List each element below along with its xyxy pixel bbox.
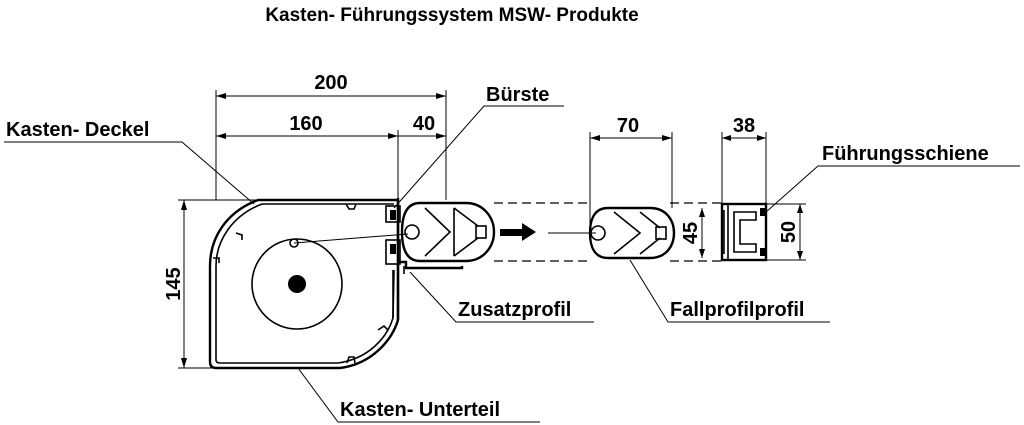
fallprofile-part	[548, 206, 676, 260]
arrow-icon	[436, 93, 446, 99]
shutter-strap	[293, 233, 409, 244]
arrow-icon	[699, 249, 705, 258]
arrow-icon	[388, 133, 398, 139]
label-kasten-deckel: Kasten- Deckel	[6, 119, 149, 141]
roller-tube	[251, 238, 343, 330]
arrow-icon	[216, 93, 226, 99]
fallprofile-in-box	[400, 201, 496, 263]
arrow-icon	[797, 204, 803, 213]
leader-zusatzprofil	[409, 271, 594, 323]
arrow-icon	[181, 200, 187, 210]
dim-145: 145	[163, 267, 185, 300]
fallprofile-cross	[424, 207, 452, 257]
label-zusatzprofil: Zusatzprofil	[458, 299, 571, 321]
arrow-icon	[590, 135, 600, 141]
brush	[390, 210, 396, 220]
arrow-icon	[216, 133, 226, 139]
dim-200: 200	[314, 72, 347, 94]
dim-70: 70	[617, 115, 639, 137]
leader-kasten-unterteil	[297, 367, 540, 423]
arrow-icon	[181, 358, 187, 368]
label-buerste: Bürste	[486, 84, 549, 106]
leader-fuehrungsschiene	[765, 165, 1020, 213]
box-clip	[345, 203, 357, 210]
arrow-icon	[722, 135, 731, 141]
label-fallprofil: Fallprofilprofil	[670, 299, 804, 321]
dim-38: 38	[733, 115, 755, 137]
rail-seal-top	[760, 208, 766, 216]
arrow-icon	[797, 251, 803, 260]
fallprofile2-inner	[639, 211, 661, 255]
fallprofile-inner	[453, 207, 479, 257]
box-inner-wall	[215, 203, 395, 364]
box-clip	[213, 257, 220, 263]
leader-kasten-deckel	[4, 141, 255, 205]
brush-housing	[385, 205, 401, 223]
box-clip	[235, 232, 243, 240]
brush-lower	[390, 244, 396, 254]
fallprofile2-cross	[613, 211, 642, 255]
dim-160: 160	[289, 113, 322, 135]
arrow-icon	[699, 208, 705, 217]
fallprofile2-shell	[588, 206, 676, 260]
drawing-title: Kasten- Führungssystem MSW- Produkte	[265, 5, 638, 26]
label-fuehrungsschiene: Führungsschiene	[822, 143, 989, 165]
box-outline	[208, 198, 400, 370]
leader-fallprofil	[629, 259, 830, 323]
dim-45: 45	[680, 222, 702, 244]
strap-anchor	[289, 238, 299, 248]
guide-rail-part	[720, 202, 768, 262]
dim-40: 40	[413, 113, 435, 135]
rail-inner	[727, 204, 757, 260]
rail-seal-bottom	[760, 248, 766, 256]
fallprofile-seal	[475, 225, 487, 239]
fallprofile2-seal	[655, 226, 667, 240]
box-clip	[346, 356, 356, 364]
dim-50: 50	[778, 221, 800, 243]
movement-arrow-icon	[500, 223, 536, 241]
fallprofile-shell	[400, 201, 496, 263]
label-kasten-unterteil: Kasten- Unterteil	[340, 399, 500, 421]
box-clip	[377, 324, 389, 331]
roller-axle	[288, 275, 306, 293]
arrow-icon	[436, 133, 446, 139]
zusatzprofil-part	[398, 260, 464, 270]
arrow-icon	[662, 135, 672, 141]
box-assembly	[208, 198, 464, 370]
brush-housing-lower	[385, 239, 401, 265]
rail-outer	[720, 202, 768, 262]
leader-buerste	[393, 105, 564, 209]
arrow-icon	[757, 135, 766, 141]
fallprofile-bore	[404, 224, 420, 240]
